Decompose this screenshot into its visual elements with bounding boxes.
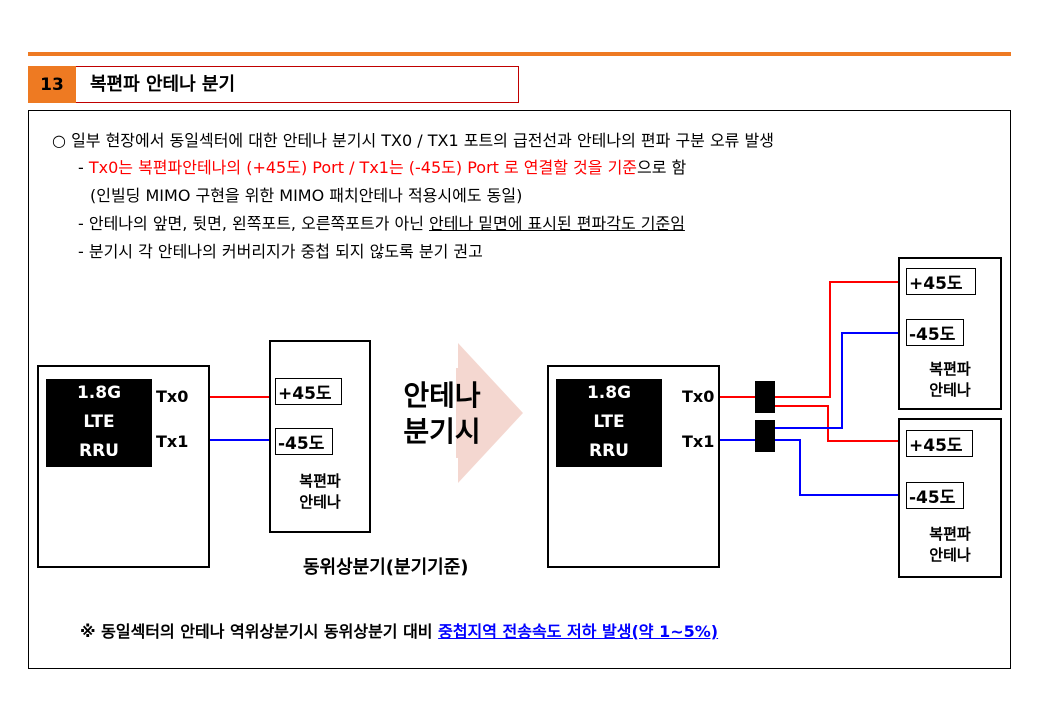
right-rru-band: 1.8G: [586, 383, 632, 403]
left-antenna-label-2: 안테나: [299, 493, 341, 511]
left-rru-block: 1.8G LTE RRU: [46, 379, 152, 467]
right-antenna-2-label-1: 복편파: [929, 525, 971, 543]
bullet-text: 일부 현장에서 동일섹터에 대한 안테나 분기시 TX0 / TX1 포트의 급…: [71, 131, 774, 150]
left-antenna-label-1: 복편파: [299, 472, 341, 490]
arrow-label-1: 안테나: [403, 379, 481, 412]
sub-item-1-red: Tx0는 복편파안테나의 (+45도) Port / Tx1는 (-45도) P…: [88, 158, 638, 177]
bottom-note-highlight: 중첩지역 전송속도 저하 발생(약 1~5%): [438, 622, 719, 641]
splitter-tx1: [755, 420, 775, 452]
content-frame: [28, 110, 1011, 669]
right-rru-tech: LTE: [593, 412, 625, 432]
split-red-to-ant1: [775, 281, 908, 398]
right-tx0-label: Tx0: [682, 387, 715, 406]
sub-item-3: - 분기시 각 안테나의 커버리지가 중첩 되지 않도록 분기 권고: [78, 242, 483, 261]
splitter-tx0: [755, 381, 775, 413]
right-rru-block: 1.8G LTE RRU: [556, 379, 662, 467]
sub-item-1-tail: 으로 함: [637, 158, 687, 177]
top-rule: [28, 52, 1011, 56]
right-antenna-2-plus45: +45도: [906, 430, 973, 457]
sub-item-2-prefix: - 안테나의 앞면, 뒷면, 왼쪽포트, 오른쪽포트가 아닌: [78, 214, 430, 233]
right-antenna-1-label: 복편파 안테나: [898, 359, 1002, 401]
split-red-to-ant2: [775, 405, 908, 442]
left-tx1-label: Tx1: [156, 432, 189, 451]
sub-item-1-dash: -: [78, 158, 89, 177]
right-tx1-label: Tx1: [682, 432, 715, 451]
left-rru-band: 1.8G: [76, 383, 122, 403]
left-antenna-plus45: +45도: [275, 378, 342, 405]
left-rru-name: RRU: [79, 441, 119, 461]
sub-item-1: - Tx0는 복편파안테나의 (+45도) Port / Tx1는 (-45도)…: [78, 154, 686, 178]
right-antenna-2-label-2: 안테나: [929, 546, 971, 564]
right-rru-name: RRU: [589, 441, 629, 461]
section-number: 13: [28, 66, 76, 103]
bullet-symbol: ○: [52, 131, 66, 150]
section-title: 복편파 안테나 분기: [90, 74, 236, 95]
sub-item-2-underline: 안테나 밑면에 표시된 편파각도 기준임: [429, 214, 685, 233]
split-blue-to-ant2: [775, 439, 908, 496]
sub-item-1-cont: (인빌딩 MIMO 구현을 위한 MIMO 패치안테나 적용시에도 동일): [90, 186, 523, 205]
diagram-caption: 동위상분기(분기기준): [303, 557, 469, 578]
left-antenna-label: 복편파 안테나: [269, 471, 371, 513]
left-tx0-label: Tx0: [156, 387, 189, 406]
bullet-line: ○ 일부 현장에서 동일섹터에 대한 안테나 분기시 TX0 / TX1 포트의…: [52, 127, 774, 151]
right-antenna-1-label-2: 안테나: [929, 381, 971, 399]
right-antenna-1-label-1: 복편파: [929, 360, 971, 378]
bottom-note-prefix: ※ 동일섹터의 안테나 역위상분기시 동위상분기 대비: [80, 622, 439, 641]
right-antenna-1-minus45: -45도: [906, 319, 964, 346]
right-antenna-2-label: 복편파 안테나: [898, 524, 1002, 566]
split-blue-to-ant1: [775, 332, 908, 429]
left-antenna-minus45: -45도: [275, 428, 333, 455]
left-rru-tech: LTE: [83, 412, 115, 432]
arrow-label: 안테나 분기시: [392, 378, 492, 450]
title-box: [28, 66, 519, 103]
right-antenna-1-plus45: +45도: [906, 268, 976, 295]
bottom-note: ※ 동일섹터의 안테나 역위상분기시 동위상분기 대비 중첩지역 전송속도 저하…: [80, 618, 718, 642]
right-antenna-2-minus45: -45도: [906, 482, 964, 509]
arrow-shape: [456, 343, 523, 483]
sub-item-2: - 안테나의 앞면, 뒷면, 왼쪽포트, 오른쪽포트가 아닌 안테나 밑면에 표…: [78, 210, 685, 234]
arrow-label-2: 분기시: [403, 415, 481, 448]
